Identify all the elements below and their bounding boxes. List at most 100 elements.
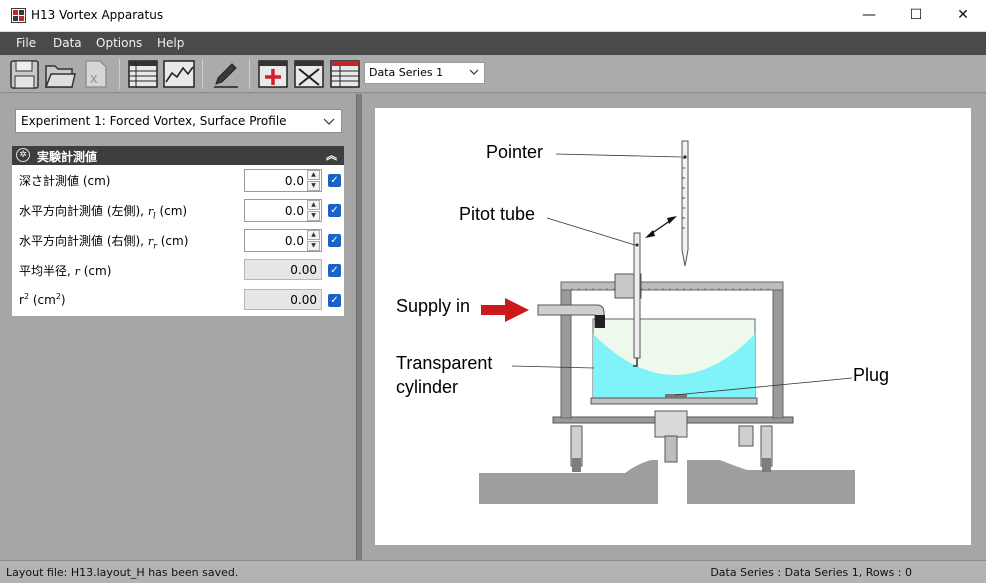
row-depth: 深さ計測値 (cm) 0.0 ▲ ▼ ✓ xyxy=(12,165,344,195)
app-logo-icon xyxy=(11,8,26,23)
ground-right xyxy=(687,460,855,504)
row-right-radius: 水平方向計測値 (右側), rr (cm) 0.0 ▲ ▼ ✓ xyxy=(12,225,344,255)
menu-help[interactable]: Help xyxy=(157,36,185,50)
pitot-mark xyxy=(635,243,639,247)
motor-shaft xyxy=(664,435,678,463)
depth-value: 0.0 xyxy=(284,174,304,188)
group-header[interactable]: ✲ 実験計測値 ︽ xyxy=(12,146,344,165)
spin-down-icon[interactable]: ▼ xyxy=(307,211,320,221)
depth-checkbox[interactable]: ✓ xyxy=(328,174,341,187)
row-left-radius: 水平方向計測値 (左側), rl (cm) 0.0 ▲ ▼ ✓ xyxy=(12,195,344,225)
radius-squared-field: 0.00 xyxy=(244,289,322,310)
foot-left xyxy=(572,458,581,472)
leader-pointer xyxy=(555,153,682,158)
spin-up-icon[interactable]: ▲ xyxy=(307,170,320,180)
data-grid-icon[interactable] xyxy=(329,58,361,90)
motor xyxy=(654,410,688,438)
supply-arrow xyxy=(481,298,529,322)
depth-label: 深さ計測値 (cm) xyxy=(19,174,111,188)
menu-file[interactable]: File xyxy=(16,36,37,50)
row-radius-squared: r2 (cm2) 0.00 ✓ xyxy=(12,285,344,315)
left-radius-label: 水平方向計測値 (左側), rl (cm) xyxy=(19,204,188,221)
status-message: Layout file: H13.layout_H has been saved… xyxy=(6,566,239,579)
radius-squared-label: r2 (cm2) xyxy=(19,292,66,307)
vortex-apparatus-diagram: Pointer Pitot tube Supply in Transparent… xyxy=(375,108,971,545)
cylinder-base xyxy=(590,397,758,405)
minimize-button[interactable]: — xyxy=(862,7,876,23)
drain-valve xyxy=(738,425,754,447)
experiment-dropdown[interactable]: Experiment 1: Forced Vortex, Surface Pro… xyxy=(15,109,342,133)
data-series-dropdown[interactable]: Data Series 1 xyxy=(364,62,485,84)
menu-options[interactable]: Options xyxy=(96,36,143,50)
mean-radius-value: 0.00 xyxy=(290,263,317,277)
close-button[interactable]: ✕ xyxy=(957,7,969,23)
frame-top xyxy=(560,281,784,291)
diagram-area: Pointer Pitot tube Supply in Transparent… xyxy=(362,94,986,560)
label-pointer: Pointer xyxy=(486,142,544,162)
edit-pencil-icon[interactable] xyxy=(210,58,242,90)
chevron-down-icon xyxy=(469,69,479,75)
mean-radius-checkbox[interactable]: ✓ xyxy=(328,264,341,277)
row-mean-radius: 平均半径, r (cm) 0.00 ✓ xyxy=(12,255,344,285)
pitot-tube xyxy=(633,232,641,359)
label-transparent: Transparent xyxy=(396,353,493,373)
water-surface xyxy=(593,334,755,401)
mean-radius-label: 平均半径, r (cm) xyxy=(19,264,112,278)
status-bar: Layout file: H13.layout_H has been saved… xyxy=(0,560,986,583)
spin-up-icon[interactable]: ▲ xyxy=(307,230,320,240)
right-radius-input[interactable]: 0.0 ▲ ▼ xyxy=(244,229,322,252)
maximize-button[interactable]: ☐ xyxy=(909,7,923,23)
measurement-group: ✲ 実験計測値 ︽ 深さ計測値 (cm) 0.0 ▲ ▼ ✓ 水平方向計測値 (… xyxy=(12,146,344,316)
depth-input[interactable]: 0.0 ▲ ▼ xyxy=(244,169,322,192)
chevron-down-icon xyxy=(323,118,335,125)
status-series-info: Data Series : Data Series 1, Rows : 0 xyxy=(710,566,912,579)
right-radius-label: 水平方向計測値 (右側), rr (cm) xyxy=(19,234,189,251)
label-pitot-tube: Pitot tube xyxy=(459,204,536,224)
delete-row-icon[interactable] xyxy=(293,58,325,90)
spin-down-icon[interactable]: ▼ xyxy=(307,241,320,251)
window-title: H13 Vortex Apparatus xyxy=(31,8,164,22)
spin-up-icon[interactable]: ▲ xyxy=(307,200,320,210)
pointer-rod xyxy=(681,140,689,267)
excel-export-icon[interactable]: X xyxy=(80,58,112,90)
svg-text:X: X xyxy=(90,73,98,86)
frame-post-left xyxy=(560,289,572,419)
mean-radius-field: 0.00 xyxy=(244,259,322,280)
toolbar: X Data Series 1 xyxy=(0,55,986,93)
toolbar-separator xyxy=(249,59,250,89)
frame-post-right xyxy=(772,289,784,419)
right-radius-checkbox[interactable]: ✓ xyxy=(328,234,341,247)
apparatus-drawing xyxy=(479,140,855,504)
label-plug: Plug xyxy=(853,365,890,385)
pointer-mark xyxy=(683,155,687,159)
menu-data[interactable]: Data xyxy=(53,36,82,50)
label-cylinder: cylinder xyxy=(396,377,459,397)
leader-cylinder xyxy=(511,365,595,369)
left-radius-input[interactable]: 0.0 ▲ ▼ xyxy=(244,199,322,222)
panel-splitter[interactable] xyxy=(356,94,362,560)
left-radius-value: 0.0 xyxy=(284,204,304,218)
leader-pitot xyxy=(546,217,636,246)
ground-left xyxy=(479,460,658,504)
experiment-value: Experiment 1: Forced Vortex, Surface Pro… xyxy=(21,114,287,128)
measurement-panel: Experiment 1: Forced Vortex, Surface Pro… xyxy=(0,94,358,560)
collapse-icon[interactable]: ︽ xyxy=(326,149,337,162)
leader-plug xyxy=(674,377,853,396)
group-title: 実験計測値 xyxy=(37,150,98,164)
menu-bar: File Data Options Help xyxy=(0,32,986,55)
chart-view-icon[interactable] xyxy=(163,58,195,90)
spin-down-icon[interactable]: ▼ xyxy=(307,181,320,191)
pipe-outlet xyxy=(595,315,605,328)
add-row-icon[interactable] xyxy=(257,58,289,90)
open-folder-icon[interactable] xyxy=(44,58,76,90)
foot-right xyxy=(762,458,771,472)
table-view-icon[interactable] xyxy=(127,58,159,90)
label-supply-in: Supply in xyxy=(396,296,471,316)
toolbar-separator xyxy=(202,59,203,89)
plug xyxy=(665,394,687,398)
right-radius-value: 0.0 xyxy=(284,234,304,248)
radius-squared-checkbox[interactable]: ✓ xyxy=(328,294,341,307)
pitot-tip xyxy=(633,358,638,367)
left-radius-checkbox[interactable]: ✓ xyxy=(328,204,341,217)
save-icon[interactable] xyxy=(9,58,41,90)
